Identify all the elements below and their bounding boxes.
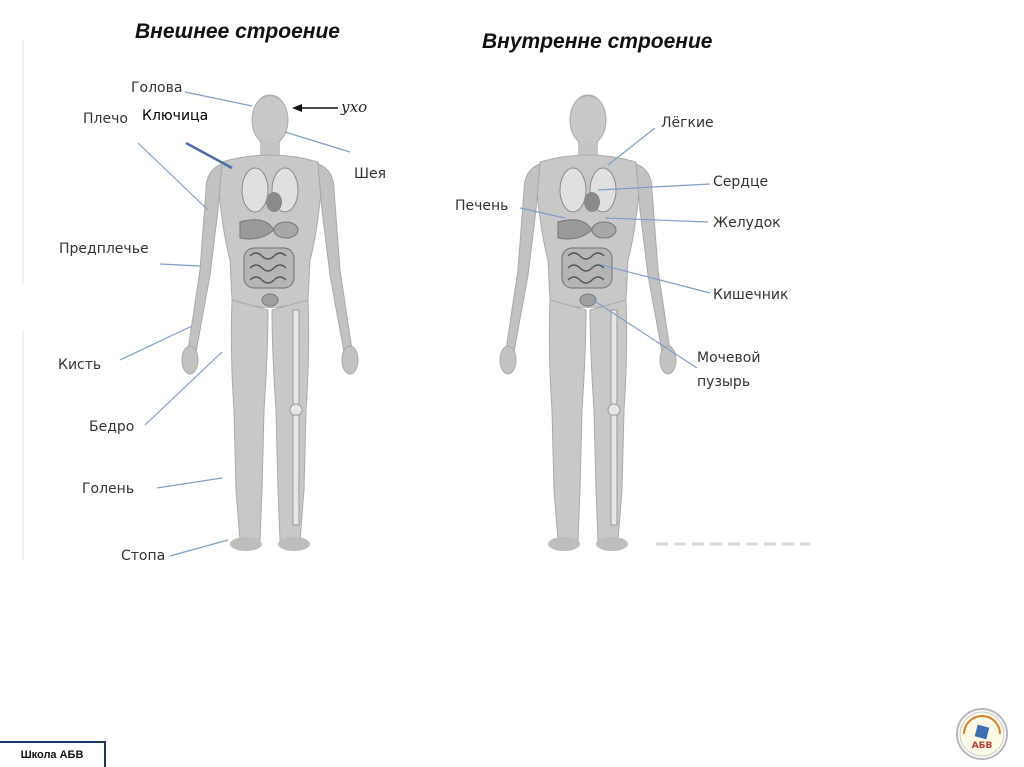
label-neck: Шея: [354, 166, 387, 182]
label-thigh: Бедро: [89, 419, 135, 435]
title-internal: Внутренне строение: [482, 30, 713, 53]
label-shin: Голень: [82, 481, 135, 497]
label-liver: Печень: [455, 198, 509, 214]
external-pointer-lines: [119, 91, 351, 557]
external-body-figure: [181, 94, 359, 552]
school-logo-icon: АБВ: [959, 711, 1005, 757]
internal-pointer-lines: [519, 127, 711, 369]
label-clavicle: Ключица: [142, 108, 209, 124]
label-bladder-line1: Мочевой: [697, 350, 761, 366]
footer-school-label: Школа АБВ: [0, 741, 106, 767]
label-heart: Сердце: [713, 174, 769, 190]
decorative-divider: [22, 40, 24, 285]
title-external: Внешнее строение: [135, 20, 340, 43]
label-forearm: Предплечье: [59, 241, 149, 257]
clavicle-pointer: [185, 141, 233, 170]
label-hand: Кисть: [58, 357, 102, 373]
internal-body-figure: [499, 94, 677, 552]
label-bladder-line2: пузырь: [697, 374, 751, 390]
label-intestine: Кишечник: [713, 287, 789, 303]
label-stomach: Желудок: [713, 215, 781, 231]
label-lungs: Лёгкие: [661, 115, 714, 131]
ear-arrow: [292, 104, 338, 112]
svg-text:АБВ: АБВ: [972, 741, 993, 751]
school-logo: АБВ: [956, 708, 1008, 760]
label-foot: Стопа: [121, 548, 166, 564]
label-shoulder: Плечо: [83, 111, 128, 127]
decorative-divider: [22, 330, 24, 560]
label-ear: ухо: [341, 98, 368, 116]
footer-school-text: Школа АБВ: [20, 749, 84, 761]
label-head: Голова: [131, 80, 183, 96]
